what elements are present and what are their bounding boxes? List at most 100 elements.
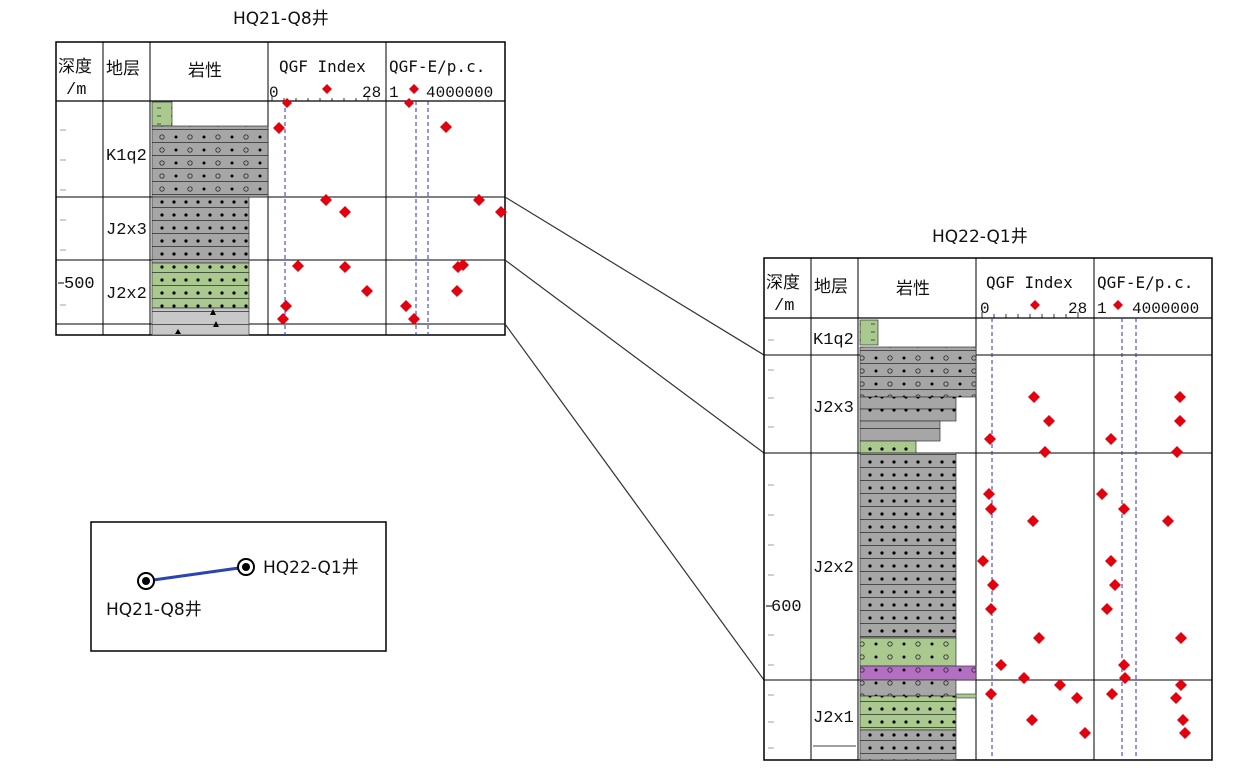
well-b-lithology-column — [859, 319, 977, 761]
well-a-qgfe-max: 4000000 — [426, 84, 493, 102]
map-label-well-a: HQ21-Q8井 — [106, 600, 202, 620]
well-b-location-icon — [237, 558, 255, 576]
correlation-lines — [504, 196, 765, 681]
well-b-depth-label: 600 — [771, 598, 802, 617]
qgf-point — [987, 579, 999, 591]
well-b-depth-header: 深度 — [766, 273, 800, 293]
qgf-point — [1054, 679, 1066, 691]
qgfe-point — [495, 206, 507, 218]
well-a-depth-header: 深度 — [58, 57, 92, 77]
well-a-qgfe-markers — [400, 98, 507, 325]
qgf-point — [361, 285, 373, 297]
qgfe-point — [1162, 515, 1174, 527]
qgfe-point — [1106, 688, 1118, 700]
well-a-title: HQ21-Q8井 — [233, 9, 329, 29]
qgf-point — [1028, 391, 1040, 403]
well-a-depth-unit: /m — [66, 81, 86, 100]
well-a-location-icon — [137, 572, 155, 590]
qgf-point — [320, 194, 332, 206]
location-map-inset: HQ22-Q1井 HQ21-Q8井 — [90, 521, 387, 652]
qgf-point — [984, 433, 996, 445]
qgfe-point — [1170, 692, 1182, 704]
qgfe-point — [451, 285, 463, 297]
qgfe-point — [404, 98, 414, 108]
qgfe-point — [1174, 391, 1186, 403]
qgfe-point — [457, 259, 469, 271]
qgf-point — [1039, 446, 1051, 458]
qgf-point — [1026, 714, 1038, 726]
well-a-layer-k1q2: K1q2 — [106, 147, 147, 166]
well-b-qgf-max: 28 — [1068, 300, 1087, 318]
well-b-title: HQ22-Q1井 — [932, 227, 1028, 247]
qgf-point — [1027, 515, 1039, 527]
qgfe-point — [1105, 555, 1117, 567]
well-b-qgfe-min: 1 — [1097, 300, 1107, 318]
well-b-log: HQ22-Q1井 深度 /m 地层 岩性 QGF Index QGF-E/p.c… — [763, 227, 1213, 761]
well-b-layer-header: 地层 — [814, 277, 848, 297]
well-a-log: HQ21-Q8井 深度 /m 地层 岩性 QGF Index QGF-E/p.c… — [55, 9, 507, 336]
well-a-qgf-header: QGF Index — [279, 57, 366, 76]
well-a-qgf-markers — [273, 98, 373, 325]
well-b-lithology-header: 岩性 — [896, 279, 930, 299]
well-b-qgf-legend-marker — [1030, 300, 1040, 310]
well-a-lithology-column — [151, 101, 269, 336]
qgf-point — [983, 488, 995, 500]
qgfe-point — [1175, 679, 1187, 691]
qgfe-point — [1175, 632, 1187, 644]
well-b-layer-k1q2: K1q2 — [813, 331, 854, 350]
qgf-point — [995, 659, 1007, 671]
well-a-depth-label: 500 — [64, 275, 95, 294]
well-a-qgf-legend-marker — [322, 84, 332, 94]
qgfe-point — [1174, 415, 1186, 427]
qgf-point — [280, 300, 292, 312]
well-a-layer-j2x2: J2x2 — [106, 285, 147, 304]
well-b-depth-unit: /m — [774, 297, 794, 316]
qgfe-point — [1118, 659, 1130, 671]
well-b-qgf-header: QGF Index — [986, 273, 1073, 292]
well-b-qgf-markers — [977, 391, 1091, 739]
well-b-layer-j2x3: J2x3 — [813, 399, 854, 418]
well-a-layer-j2x3: J2x3 — [106, 221, 147, 240]
well-b-layer-j2x1: J2x1 — [813, 709, 854, 728]
qgf-point — [985, 688, 997, 700]
qgf-point — [1079, 727, 1091, 739]
well-b-qgfe-max: 4000000 — [1132, 300, 1199, 318]
qgf-point — [1018, 672, 1030, 684]
qgfe-point — [1179, 727, 1191, 739]
qgfe-point — [1109, 579, 1121, 591]
well-a-qgf-min: 0 — [269, 84, 279, 102]
qgf-point — [273, 122, 285, 134]
qgfe-point — [1118, 503, 1130, 515]
qgfe-point — [1096, 488, 1108, 500]
qgf-point — [1043, 415, 1055, 427]
qgf-point — [292, 260, 304, 272]
well-a-qgfe-legend-marker — [409, 84, 419, 94]
well-a-qgfe-min: 1 — [389, 84, 399, 102]
qgf-point — [282, 98, 292, 108]
qgf-point — [339, 206, 351, 218]
well-b-qgfe-markers — [1096, 391, 1191, 739]
map-label-well-b: HQ22-Q1井 — [263, 558, 359, 578]
qgfe-point — [408, 313, 420, 325]
well-b-qgfe-legend-marker — [1113, 300, 1123, 310]
qgfe-point — [440, 121, 452, 133]
qgf-point — [277, 313, 289, 325]
qgf-point — [1071, 692, 1083, 704]
qgfe-point — [1101, 603, 1113, 615]
well-b-qgfe-header: QGF-E/p.c. — [1097, 273, 1193, 292]
qgfe-point — [1171, 446, 1183, 458]
qgf-point — [339, 261, 351, 273]
qgfe-point — [400, 300, 412, 312]
qgfe-point — [473, 194, 485, 206]
well-a-qgfe-header: QGF-E/p.c. — [389, 57, 485, 76]
qgf-point — [977, 555, 989, 567]
well-a-qgf-max: 28 — [362, 84, 381, 102]
well-a-layer-header: 地层 — [106, 59, 140, 79]
qgf-point — [985, 503, 997, 515]
qgfe-point — [1177, 714, 1189, 726]
well-b-qgf-min: 0 — [980, 300, 990, 318]
qgfe-point — [1119, 672, 1131, 684]
well-b-layer-j2x2: J2x2 — [813, 559, 854, 578]
qgfe-point — [1105, 433, 1117, 445]
